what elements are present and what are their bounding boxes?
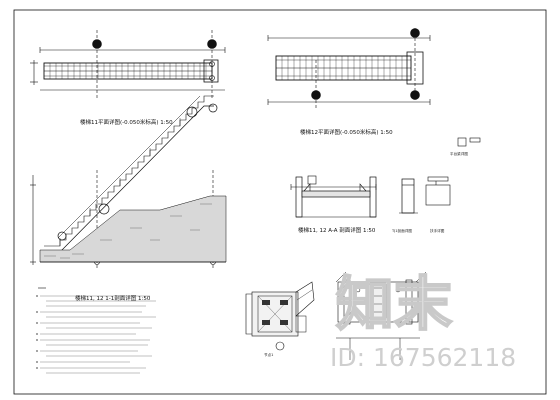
treads <box>281 56 403 80</box>
detail-marker <box>98 203 110 215</box>
axis-bubble <box>92 39 102 49</box>
landing <box>406 51 424 85</box>
axis-bubble <box>410 90 420 100</box>
platform-beam-detail: 平台梁详图 <box>450 137 481 156</box>
steps <box>44 95 214 247</box>
watermark-logo-text: 知末 <box>336 270 452 338</box>
node-detail-1: 节点1 <box>245 281 315 357</box>
aa-section-detail: 楼梯11, 12 A-A 剖面详图 1:50 <box>290 175 377 234</box>
detail-marker <box>208 103 218 113</box>
watermark: 知末 ID: 167562118 <box>330 269 516 372</box>
plan2-caption: 楼梯12平面详图(-0.050米标高) 1:50 <box>300 128 393 136</box>
watermark-id: ID: 167562118 <box>330 343 516 372</box>
aa-caption: 楼梯11, 12 A-A 剖面详图 1:50 <box>298 226 376 234</box>
stair-slab <box>59 105 214 253</box>
column-elevation-detail <box>335 271 427 360</box>
detail-marker <box>186 106 198 118</box>
ground-fill <box>39 195 227 263</box>
detail-marker <box>57 231 67 241</box>
tj1-caption: TJ1剖面详图 <box>391 228 412 233</box>
platform-caption: 平台梁详图 <box>450 151 468 156</box>
landing <box>203 59 219 83</box>
platform-slab <box>301 190 371 198</box>
sheet-border <box>13 9 547 395</box>
axis-bubble <box>311 90 321 100</box>
tj1-detail: TJ1剖面详图 <box>391 178 418 233</box>
stair-plan-11: 楼梯11平面详图(-0.050米标高) 1:50 <box>30 30 226 126</box>
section-caption: 楼梯11, 12 1-1剖面详图 1:50 <box>75 294 151 302</box>
handrail-detail: 扶手详图 <box>425 176 451 233</box>
node-caption: 节点1 <box>264 352 273 357</box>
axis-bubble <box>207 39 217 49</box>
stair-plan-12: 楼梯12平面详图(-0.050米标高) 1:50 <box>267 28 431 136</box>
stair-section-1-1: 楼梯11, 12 1-1剖面详图 1:50 <box>30 95 227 302</box>
general-notes <box>36 287 156 374</box>
handrail-caption: 扶手详图 <box>430 228 445 233</box>
handrail <box>57 95 201 239</box>
treads <box>49 63 207 79</box>
plan1-caption: 楼梯11平面详图(-0.050米标高) 1:50 <box>80 118 173 126</box>
axis-bubble <box>410 28 420 38</box>
